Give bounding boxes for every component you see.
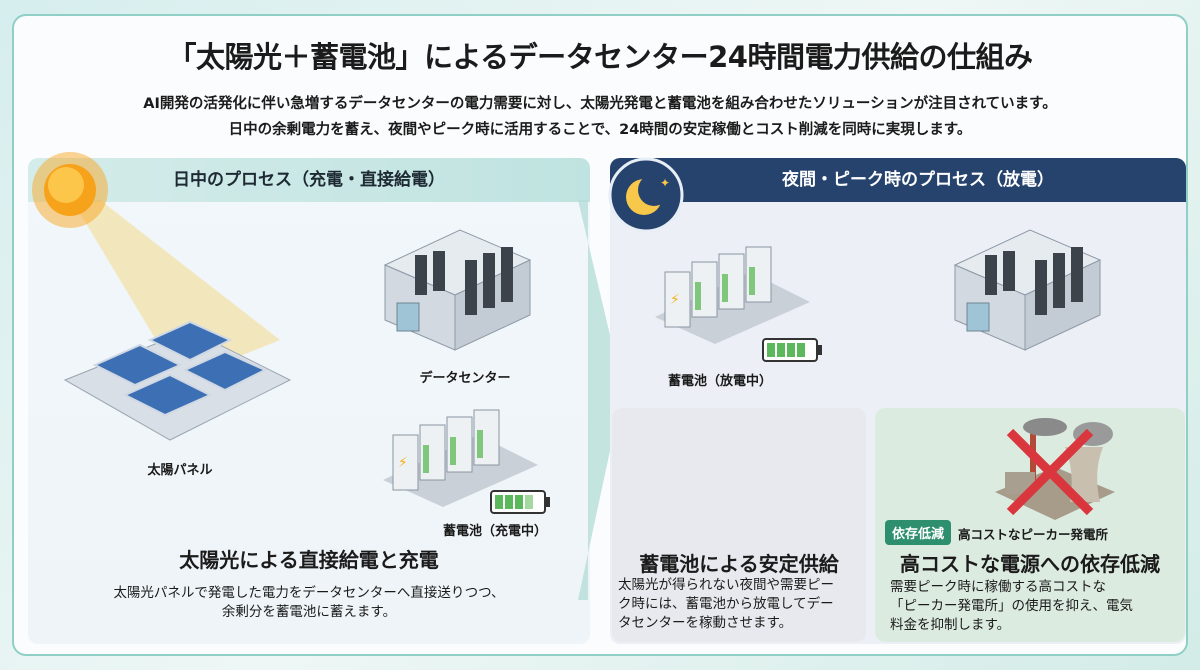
sunbeam: [75, 200, 280, 380]
battery-charging-label: 蓄電池（充電中）: [442, 524, 547, 539]
peaker-desc-line: 「ピーカー発電所」の使用を抑え、電気: [890, 598, 1133, 614]
solar-illustration: [32, 152, 292, 441]
day-desc-line: 太陽光パネルで発電した電力をデータセンターへ直接送りつつ、: [113, 585, 505, 601]
stable-desc-line: 太陽光が得られない夜間や需要ピー: [618, 577, 834, 593]
solar-panel-label: 太陽パネル: [147, 463, 213, 478]
subtitle-line-2: 日中の余剰電力を蓄え、夜間やピーク時に活用することで、24時間の安定稼働とコスト…: [228, 122, 972, 138]
peaker-reduction-description: 需要ピーク時に稼働する高コストな 「ピーカー発電所」の使用を抑え、電気 料金を抑…: [890, 578, 1180, 635]
battery-storage-icon: ⚡: [655, 246, 810, 344]
power-plant-crossed-icon: [995, 418, 1115, 520]
day-description: 太陽光パネルで発電した電力をデータセンターへ直接送りつつ、 余剰分を蓄電池に蓄え…: [28, 584, 590, 622]
dependency-reduction-badge: 依存低減: [885, 520, 952, 545]
sun-icon: [32, 152, 108, 228]
datacenter-icon: [383, 229, 532, 351]
peaker-reduction-heading: 高コストな電源への依存低減: [900, 552, 1160, 576]
battery-storage-icon: ⚡: [383, 409, 538, 507]
svg-text:⚡: ⚡: [670, 292, 680, 308]
battery-discharging-icon: [762, 338, 822, 362]
solar-panel-icon: [63, 320, 292, 441]
battery-discharging-label: 蓄電池（放電中）: [667, 374, 772, 389]
day-heading: 太陽光による直接給電と充電: [179, 548, 439, 572]
day-panel-header: 日中のプロセス（充電・直接給電）: [28, 158, 590, 202]
datacenter-icon: [953, 229, 1102, 351]
stable-desc-line: タセンターを稼動させます。: [618, 615, 793, 631]
peaker-desc-line: 需要ピーク時に稼働する高コストな: [890, 579, 1106, 595]
stable-supply-description: 太陽光が得られない夜間や需要ピー ク時には、蓄電池から放電してデー タセンターを…: [618, 576, 868, 633]
datacenter-label: データセンター: [419, 371, 511, 386]
day-desc-line: 余剰分を蓄電池に蓄えます。: [221, 604, 397, 620]
peaker-plant-label: 高コストなピーカー発電所: [958, 527, 1109, 542]
peaker-desc-line: 料金を抑制します。: [890, 617, 1011, 633]
stable-desc-line: ク時には、蓄電池から放電してデー: [618, 596, 834, 612]
battery-charging-icon: [490, 490, 550, 514]
moon-icon: ✦: [608, 157, 684, 233]
svg-text:⚡: ⚡: [398, 455, 408, 471]
page-title: 「太陽光＋蓄電池」によるデータセンター24時間電力供給の仕組み: [167, 40, 1034, 74]
stable-supply-heading: 蓄電池による安定供給: [639, 552, 839, 576]
stable-supply-card: [612, 408, 866, 642]
flow-arrow: [578, 200, 623, 600]
svg-text:✦: ✦: [660, 176, 670, 190]
night-panel-header: 夜間・ピーク時のプロセス（放電）: [610, 158, 1186, 202]
subtitle-line-1: AI開発の活発化に伴い急増するデータセンターの電力需要に対し、太陽光発電と蓄電池…: [143, 96, 1057, 112]
